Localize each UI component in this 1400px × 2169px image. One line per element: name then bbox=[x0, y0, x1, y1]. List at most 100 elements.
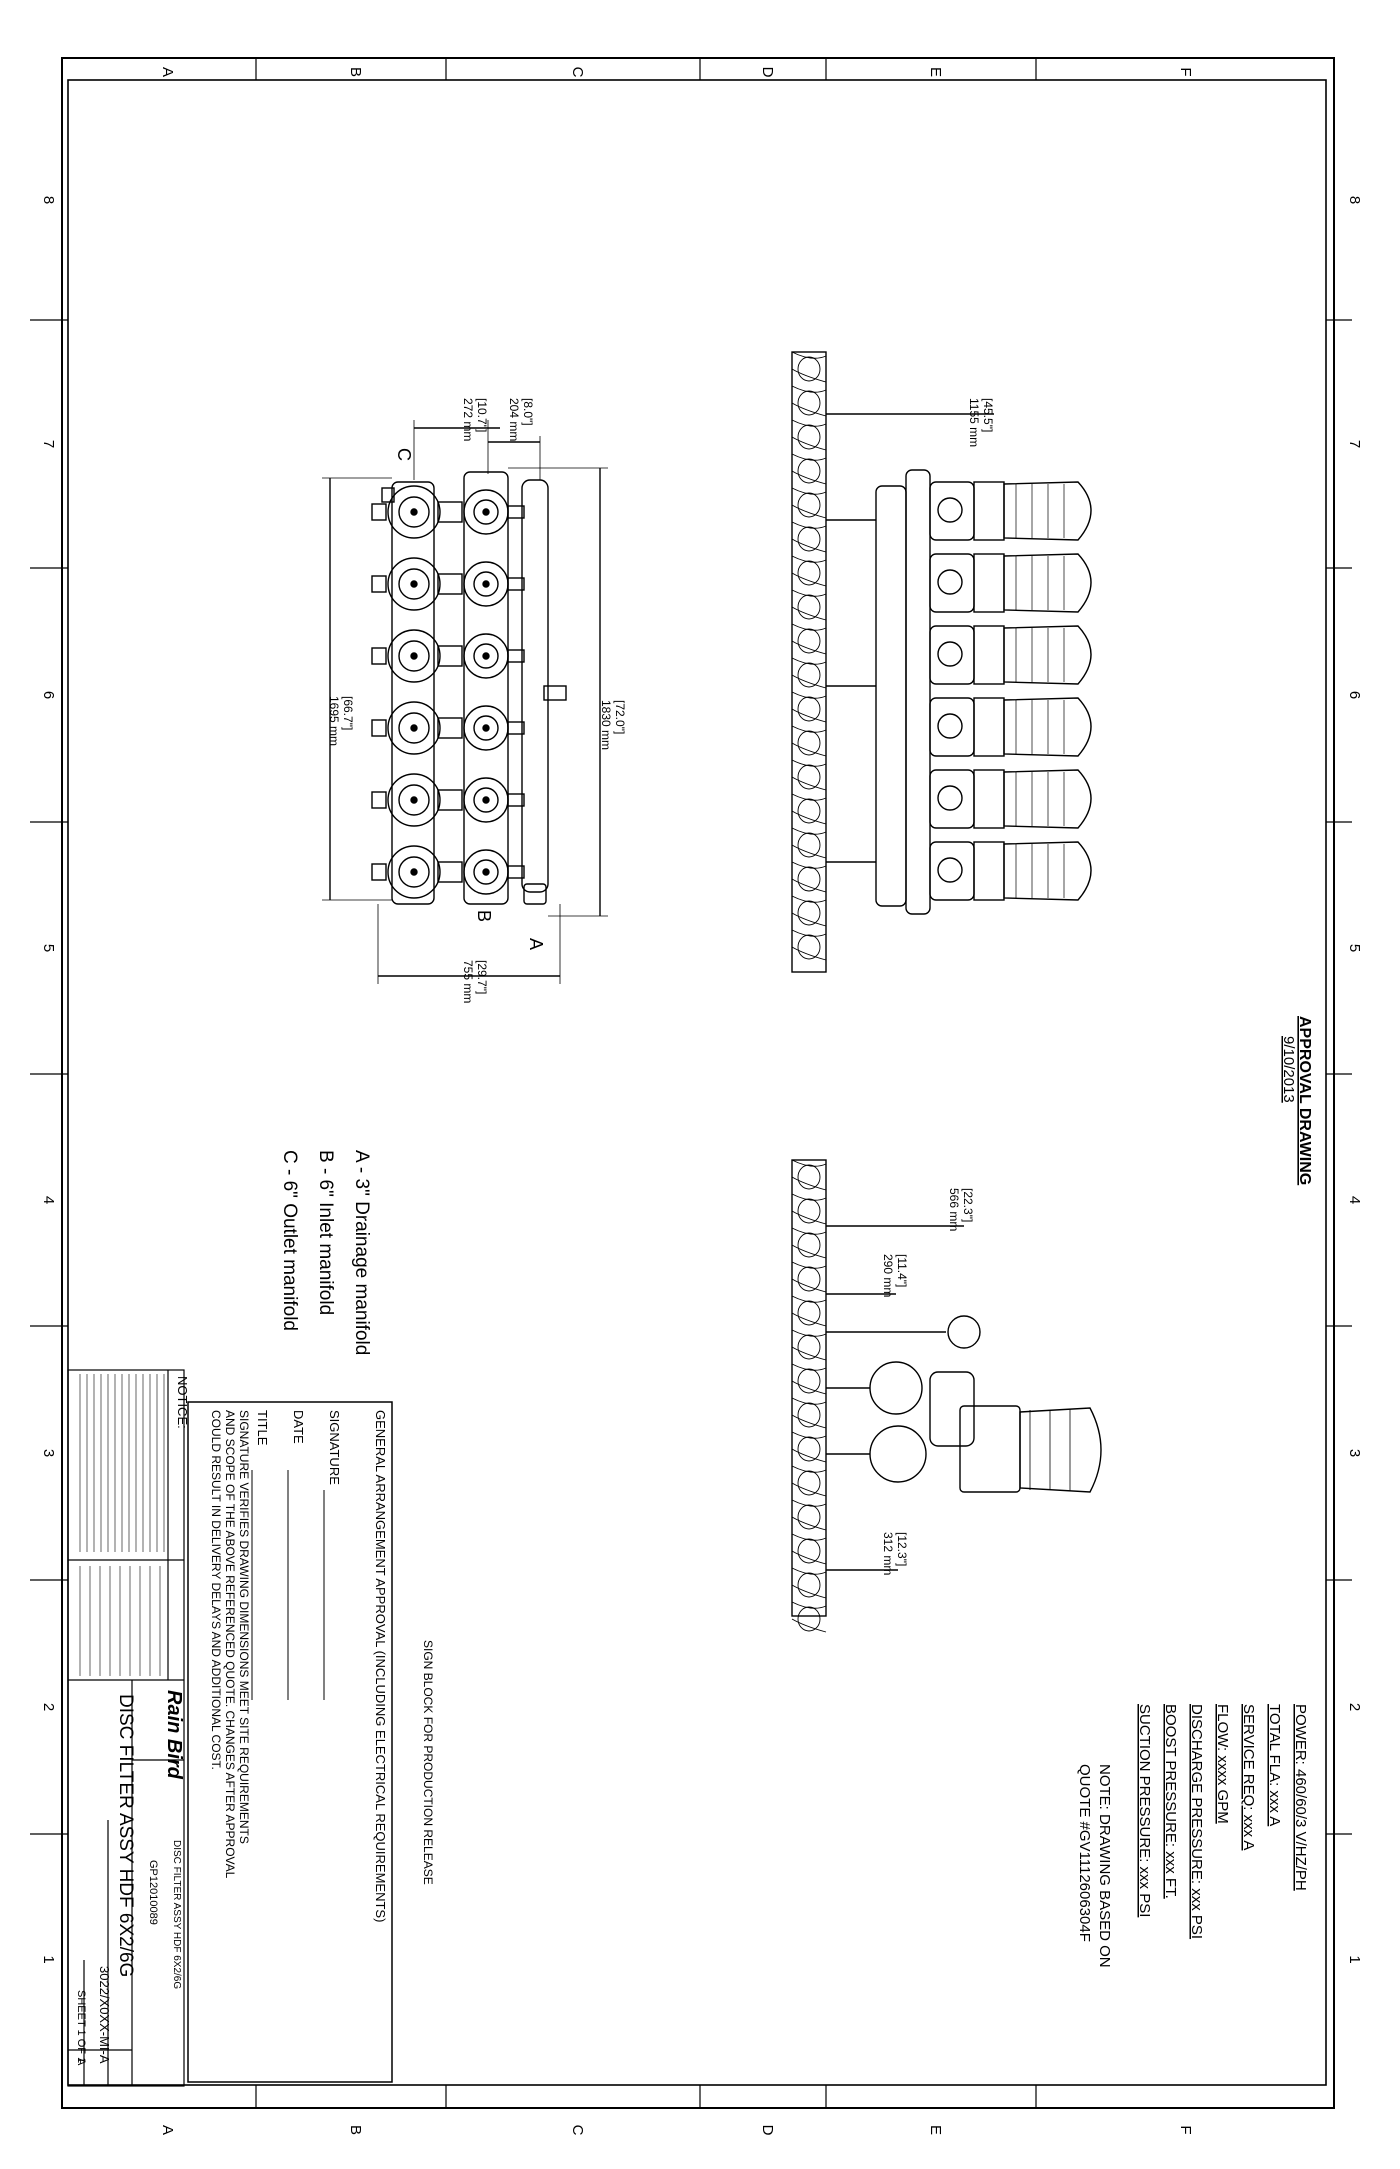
drain-connector bbox=[507, 505, 525, 519]
valve-connector bbox=[437, 789, 463, 811]
drain-manifold-section bbox=[947, 1315, 981, 1349]
base-hatch-line bbox=[791, 453, 827, 485]
outlet-valve-inner bbox=[398, 496, 430, 528]
base-hatch-line bbox=[791, 929, 827, 961]
callout-c: C bbox=[394, 448, 414, 461]
base-hatch-line bbox=[791, 1397, 827, 1429]
base-hatch-line bbox=[791, 1261, 827, 1293]
dim-height-in: [45.5"] bbox=[981, 398, 995, 432]
dim-overall-length-in: [72.0"] bbox=[613, 700, 627, 734]
zone-letter: F bbox=[1177, 2125, 1194, 2134]
drawing-number: 3022/X0XX-MI-A bbox=[97, 1966, 112, 2064]
valve-actuator bbox=[371, 863, 387, 881]
aggregate-mark bbox=[797, 1334, 821, 1360]
base-hatch-line bbox=[791, 385, 827, 417]
valve-connector bbox=[437, 861, 463, 883]
notice-text-block bbox=[79, 1374, 165, 1552]
aggregate-mark bbox=[797, 1470, 821, 1496]
dim-filter-length-in: [66.7"] bbox=[341, 696, 355, 730]
zone-letter: D bbox=[759, 67, 776, 78]
outlet-valve-top bbox=[387, 701, 441, 755]
concrete-base-side bbox=[791, 1159, 827, 1617]
inlet-valve-inner bbox=[473, 787, 499, 813]
disclaimer-line-3: COULD RESULT IN DELIVERY DELAYS AND ADDI… bbox=[209, 1410, 223, 1770]
base-hatch-line bbox=[791, 861, 827, 893]
approval-date: 9/10/2013 bbox=[1280, 1036, 1297, 1103]
aggregate-mark bbox=[797, 1266, 821, 1292]
filter-head-front bbox=[973, 625, 1005, 685]
zone-number: 5 bbox=[1346, 944, 1363, 952]
disclaimer-line-2: AND SCOPE OF THE ABOVE REFERENCED QUOTE.… bbox=[223, 1410, 237, 1879]
dim-side-3-mm: 312 mm bbox=[881, 1532, 895, 1575]
title-block bbox=[67, 1369, 185, 2087]
disc-filter-body bbox=[1003, 769, 1092, 829]
date-label: DATE bbox=[291, 1410, 306, 1444]
aggregate-mark bbox=[797, 798, 821, 824]
zone-letter: B bbox=[347, 2125, 364, 2135]
aggregate-mark bbox=[797, 1504, 821, 1530]
disc-filter-body bbox=[1003, 841, 1092, 901]
aggregate-mark bbox=[797, 1538, 821, 1564]
spec-power: POWER: 460/60/3 V/HZ/PH bbox=[1292, 1704, 1309, 1891]
valve-handle-front bbox=[937, 785, 963, 811]
zone-number: 1 bbox=[40, 1955, 57, 1963]
inlet-valve-inner bbox=[473, 643, 499, 669]
outlet-manifold bbox=[391, 481, 435, 905]
base-hatch-line bbox=[791, 487, 827, 519]
outlet-valve-inner bbox=[398, 784, 430, 816]
zone-number: 8 bbox=[1346, 196, 1363, 204]
spec-total-fla: TOTAL FLA: xxx A bbox=[1266, 1704, 1283, 1826]
quote-note: NOTE: DRAWING BASED ON QUOTE #GV11126063… bbox=[1076, 1764, 1113, 1968]
filter-head-side bbox=[959, 1405, 1021, 1493]
approval-stamp: APPROVAL DRAWING 9/10/2013 bbox=[1280, 1016, 1313, 1185]
base-hatch bbox=[791, 351, 827, 961]
filter-units-top bbox=[371, 485, 525, 899]
valve-center bbox=[410, 868, 418, 876]
manifold-legend: A - 3" Drainage manifold B - 6" Inlet ma… bbox=[279, 1150, 372, 1355]
valve-connector bbox=[437, 573, 463, 595]
sheet-number: SHEET 1 OF 1 bbox=[75, 1990, 87, 2063]
outlet-valve-top bbox=[387, 557, 441, 611]
signature-label: SIGNATURE bbox=[327, 1410, 342, 1485]
filter-head-front bbox=[973, 697, 1005, 757]
inlet-manifold bbox=[463, 471, 509, 905]
drawing-title: DISC FILTER ASSY HDF 6X2/6G bbox=[115, 1694, 136, 1977]
aggregate-mark bbox=[797, 628, 821, 654]
aggregate-mark bbox=[797, 934, 821, 960]
disclaimer-line-1: SIGNATURE VERIFIES DRAWING DIMENSIONS ME… bbox=[237, 1410, 251, 1844]
sign-block: SIGN BLOCK FOR PRODUCTION RELEASE GENERA… bbox=[209, 1410, 435, 1922]
drawing-title-small: DISC FILTER ASSY HDF 6X2/6G bbox=[171, 1840, 182, 1989]
inlet-valve-inner bbox=[473, 571, 499, 597]
valve-connector bbox=[437, 645, 463, 667]
zone-number: 7 bbox=[40, 440, 57, 448]
base-hatch-line bbox=[791, 1431, 827, 1463]
legend-item-c: C - 6" Outlet manifold bbox=[279, 1150, 300, 1331]
zone-letter: C bbox=[569, 2125, 586, 2136]
disc-filter-body bbox=[1003, 697, 1092, 757]
outlet-valve-inner bbox=[398, 712, 430, 744]
filter-head-front bbox=[973, 553, 1005, 613]
valve-center bbox=[482, 508, 490, 516]
inlet-valve-inner bbox=[473, 715, 499, 741]
filter-body-side bbox=[1019, 1407, 1102, 1493]
dim-side-3-in: [12.3"] bbox=[895, 1532, 909, 1566]
zone-number: 5 bbox=[40, 944, 57, 952]
valve-handle-front bbox=[937, 857, 963, 883]
zone-number: 4 bbox=[40, 1196, 57, 1204]
backflush-valve-front bbox=[929, 697, 975, 757]
dim-a-b-in: [8.0"] bbox=[521, 398, 535, 426]
spec-boost: BOOST PRESSURE: xxx FT. bbox=[1162, 1704, 1179, 1899]
valve-center bbox=[410, 724, 418, 732]
zone-letter: C bbox=[569, 67, 586, 78]
base-hatch-line bbox=[791, 1227, 827, 1259]
aggregate-mark bbox=[797, 1606, 821, 1632]
sign-block-box bbox=[187, 1401, 393, 2083]
filter-head-front bbox=[973, 841, 1005, 901]
aggregate-mark bbox=[797, 730, 821, 756]
sign-block-header: SIGN BLOCK FOR PRODUCTION RELEASE bbox=[421, 1640, 435, 1885]
zone-letter: B bbox=[347, 67, 364, 77]
note-line-2: QUOTE #GV1112606304F bbox=[1076, 1764, 1093, 1942]
